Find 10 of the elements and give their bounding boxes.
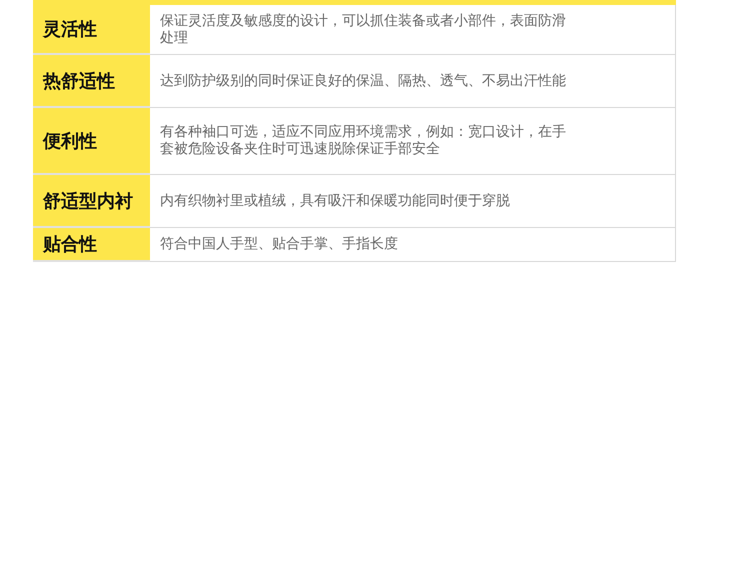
feature-cell: 便利性 (33, 108, 150, 175)
description-cell: 保证灵活度及敏感度的设计，可以抓住装备或者小部件，表面防滑处理 (150, 5, 676, 55)
description-cell: 内有织物衬里或植绒，具有吸汗和保暖功能同时便于穿脱 (150, 175, 676, 228)
feature-cell: 贴合性 (33, 228, 150, 262)
description-cell: 有各种袖口可选，适应不同应用环境需求，例如：宽口设计，在手套被危险设备夹住时可迅速脱除保证手部安全 (150, 108, 676, 175)
feature-cell: 灵活性 (33, 5, 150, 55)
description-cell: 达到防护级别的同时保证良好的保温、隔热、透气、不易出汗性能 (150, 55, 676, 108)
description-cell: 符合中国人手型、贴合手掌、手指长度 (150, 228, 676, 262)
feature-cell: 热舒适性 (33, 55, 150, 108)
feature-cell: 舒适型内衬 (33, 175, 150, 228)
